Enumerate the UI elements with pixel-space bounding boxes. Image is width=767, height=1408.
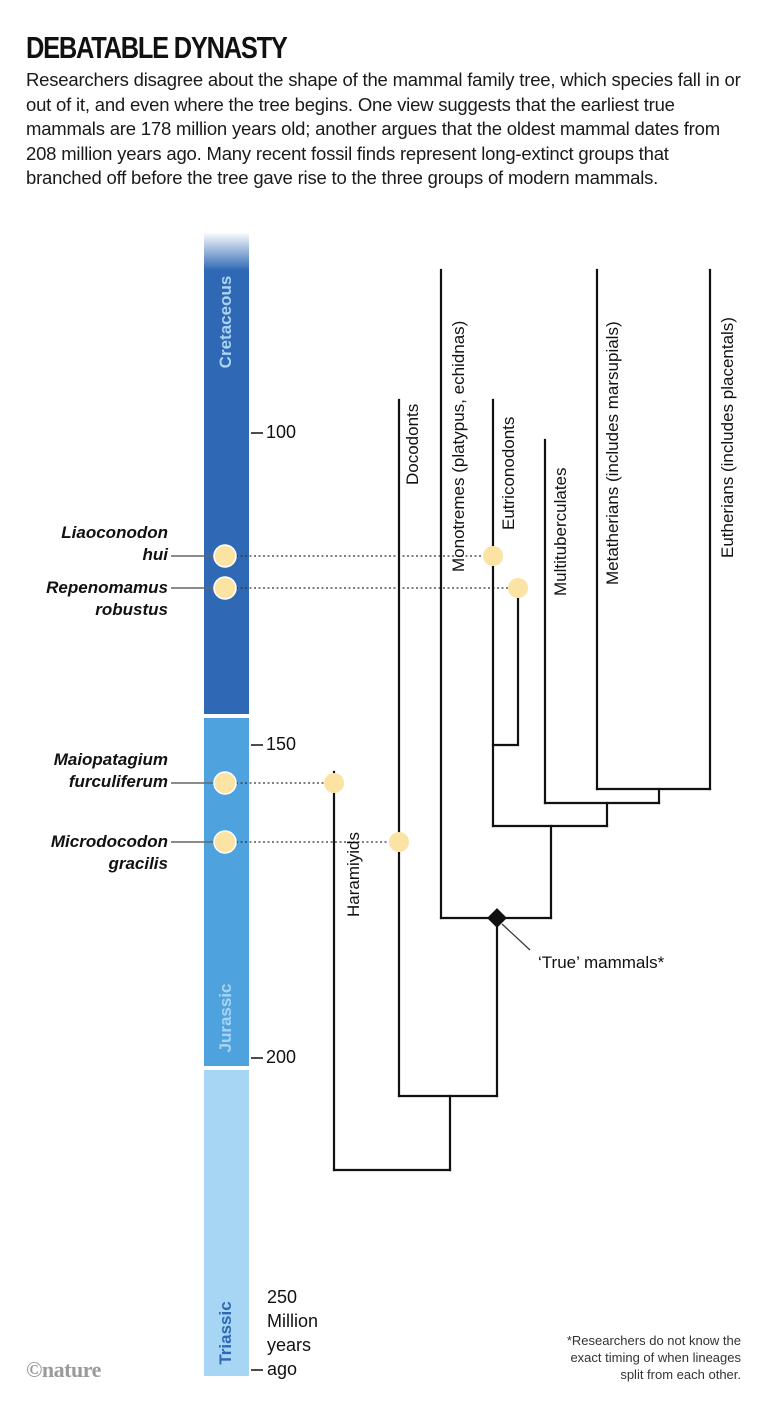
period-label-jurassic: Jurassic	[216, 983, 235, 1053]
tick-label-250: 250	[267, 1287, 298, 1307]
species: furculiferum	[68, 772, 168, 791]
units-years: years	[267, 1335, 312, 1355]
chart-title: DEBATABLE DYNASTY	[26, 30, 288, 65]
branch-repenomamus	[491, 586, 520, 747]
fossil-dot-liaoconodon-bar[interactable]	[213, 544, 237, 568]
footnote-line: *Researchers do not know the	[566, 1333, 741, 1348]
fossil-dot-maiopatagium-tree[interactable]	[324, 773, 344, 793]
species-label-liaoconodon: Liaoconodon hui	[61, 522, 168, 566]
species: hui	[142, 545, 169, 564]
period-label-cretaceous: Cretaceous	[216, 275, 235, 369]
clade-label-multituberculates: Multituberculates	[551, 467, 570, 596]
clade-label-docodonts: Docodonts	[403, 403, 422, 485]
true-mammals-pointer	[501, 923, 531, 951]
footnote-line: split from each other.	[620, 1367, 741, 1382]
species: gracilis	[108, 854, 168, 873]
fossil-dot-repenomamus-bar[interactable]	[213, 576, 237, 600]
true-mammals-label: ‘True’ mammals*	[538, 953, 665, 972]
footnote: *Researchers do not know the exact timin…	[567, 1332, 741, 1383]
period-bar-cretaceous	[204, 232, 249, 714]
clade-label-haramiyids: Haramiyids	[344, 831, 363, 917]
genus: Microdocodon	[50, 832, 168, 851]
tick-label-150: 150	[266, 734, 297, 754]
intro-text: Researchers disagree about the shape of …	[26, 69, 741, 188]
fossil-dot-microdocodon-tree[interactable]	[389, 832, 409, 852]
clade-label-monotremes: Monotremes (platypus, echidnas)	[449, 320, 468, 572]
species-label-microdocodon: Microdocodon gracilis	[51, 831, 168, 875]
units-million: Million	[267, 1311, 319, 1331]
genus: Liaoconodon	[61, 523, 168, 542]
tick-label-100: 100	[266, 422, 297, 442]
fossil-dot-microdocodon-bar[interactable]	[213, 830, 237, 854]
footnote-line: exact timing of when lineages	[570, 1350, 741, 1365]
axis-units: 250 Million years ago	[267, 1285, 318, 1381]
fossil-dot-liaoconodon-tree[interactable]	[483, 546, 503, 566]
units-ago: ago	[267, 1359, 298, 1379]
species: robustus	[95, 600, 168, 619]
fossil-dot-repenomamus-tree[interactable]	[508, 578, 528, 598]
clade-label-metatherians: Metatherians (includes marsupials)	[603, 321, 622, 585]
period-bar-triassic	[204, 1070, 249, 1376]
true-mammals-diamond-icon	[487, 908, 507, 928]
clade-label-eutherians: Eutherians (includes placentals)	[718, 317, 737, 558]
fossil-dot-maiopatagium-bar[interactable]	[213, 771, 237, 795]
species-label-maiopatagium: Maiopatagium furculiferum	[54, 749, 168, 793]
period-label-triassic: Triassic	[216, 1301, 235, 1365]
genus: Repenomamus	[46, 578, 168, 597]
clade-label-eutriconodonts: Eutriconodonts	[499, 416, 518, 530]
species-label-repenomamus: Repenomamus robustus	[46, 577, 168, 621]
genus: Maiopatagium	[53, 750, 168, 769]
nature-logo: ©nature	[26, 1357, 101, 1382]
tick-label-200: 200	[266, 1047, 297, 1067]
